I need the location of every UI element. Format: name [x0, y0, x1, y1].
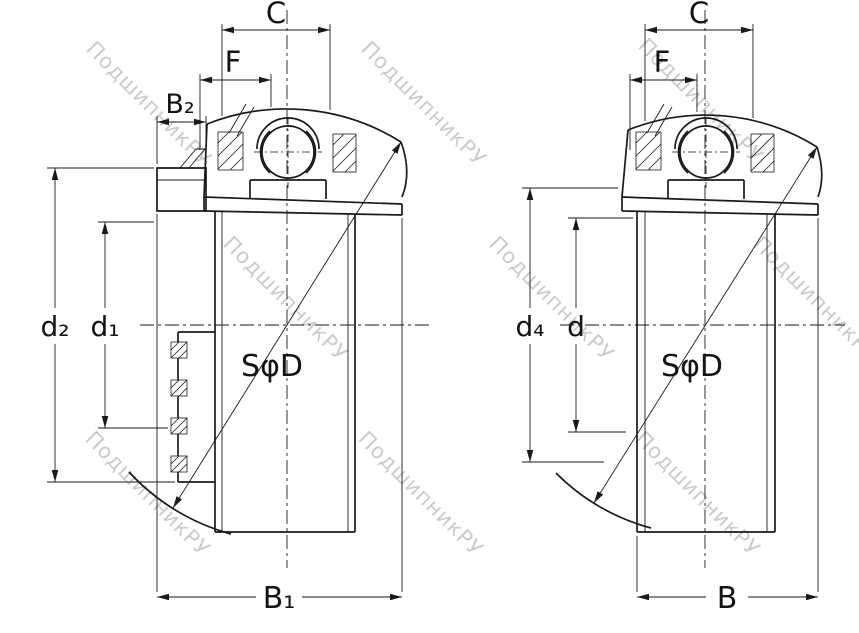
- left-sphere-silhouette-arc: [128, 471, 232, 535]
- seal-outline: [635, 131, 662, 171]
- ring-face-band: [203, 196, 403, 216]
- dim-label-sphere: SφD: [661, 349, 723, 384]
- hatch-lines: [217, 131, 244, 171]
- left-seal-left: [217, 131, 244, 171]
- outer-ring-left-edge: [621, 129, 629, 198]
- right-seal-left: [635, 131, 662, 171]
- left-dim-c: C: [221, 0, 331, 116]
- locknut-notch: [170, 379, 188, 397]
- extension-lines: [644, 24, 754, 121]
- outer-raceway-arc: [256, 117, 320, 150]
- hatch-lines: [635, 131, 662, 171]
- left-outer-ring: [203, 108, 408, 216]
- seal-outline: [332, 133, 357, 173]
- dim-label-b1: B₁: [263, 581, 296, 616]
- locknut-notch: [170, 455, 188, 473]
- extension-lines: [199, 74, 272, 150]
- hatch-lines: [170, 455, 188, 473]
- lube-hole-lines: [646, 103, 673, 137]
- watermark-text: ПодшипникРУ: [81, 37, 216, 172]
- right-ball: [672, 117, 740, 188]
- right-dim-sphere-diameter: SφD: [593, 146, 818, 504]
- left-dim-f: F: [199, 45, 272, 150]
- watermark-text: ПодшипникРУ: [630, 427, 765, 562]
- left-dim-d2: d₂: [41, 167, 175, 483]
- dim-label-d: d: [567, 310, 585, 343]
- left-dim-sphere-diameter: SφD: [172, 141, 402, 509]
- watermark-text: ПодшипникРУ: [353, 427, 488, 562]
- extension-lines: [636, 218, 819, 592]
- watermark-text: ПодшипникРУ: [748, 232, 859, 367]
- lube-hole-lines: [228, 103, 255, 137]
- dim-label-c: C: [689, 0, 709, 30]
- outer-ring-right-edge: [400, 141, 408, 198]
- left-view: C F B₂ d₂ d₁: [41, 0, 430, 616]
- dim-label-sphere: SφD: [241, 349, 303, 384]
- right-dim-b: B: [636, 218, 819, 616]
- locknut-notch: [170, 417, 188, 435]
- left-seal-right: [332, 133, 357, 173]
- left-dim-b2: B₂: [156, 89, 207, 164]
- dim-label-f: F: [225, 45, 242, 79]
- hatch-lines: [332, 133, 357, 173]
- left-dim-d1: d₁: [91, 221, 168, 429]
- extension-lines: [47, 167, 175, 483]
- left-locknut: [170, 331, 215, 483]
- right-dim-c: C: [644, 0, 754, 121]
- dim-label-b2: B₂: [165, 89, 194, 120]
- flange-outline: [156, 167, 207, 212]
- dim-label-d2: d₂: [41, 310, 70, 343]
- extension-lines: [156, 214, 403, 592]
- hatch-lines: [750, 133, 775, 173]
- sphere-top-arc: [627, 114, 818, 148]
- outer-ring-right-edge: [816, 146, 823, 198]
- dim-label-f: F: [654, 45, 671, 79]
- right-view: C F d₄ d: [516, 0, 845, 616]
- hatch-lines: [170, 341, 188, 359]
- ring-face-band: [621, 196, 819, 216]
- locknut-notch: [170, 341, 188, 359]
- dim-label-d4: d₄: [516, 310, 545, 343]
- extension-lines: [221, 24, 331, 116]
- left-dim-b1: B₁: [156, 214, 403, 616]
- left-ball: [254, 117, 322, 188]
- drawing-linework: C F B₂ d₂ d₁: [41, 0, 845, 616]
- hatch-lines: [170, 379, 188, 397]
- watermark-text: ПодшипникРУ: [356, 37, 491, 172]
- right-sphere-silhouette-arc: [555, 472, 652, 529]
- dim-label-d1: d₁: [91, 310, 120, 343]
- left-inner-ring: [228, 103, 327, 199]
- right-dim-d4: d₄: [516, 187, 618, 463]
- sphere-diameter-line: [593, 146, 818, 504]
- seal-outline: [217, 131, 244, 171]
- sphere-top-arc: [206, 108, 402, 143]
- dim-label-c: C: [266, 0, 286, 30]
- right-dim-f: F: [629, 45, 698, 150]
- outer-raceway-arc: [674, 117, 738, 150]
- watermark-text: ПодшипникРУ: [80, 427, 215, 562]
- watermark-text: ПодшипникРУ: [484, 232, 619, 367]
- hatch-lines: [170, 417, 188, 435]
- dim-label-b: B: [717, 581, 738, 616]
- sphere-diameter-line: [172, 141, 402, 509]
